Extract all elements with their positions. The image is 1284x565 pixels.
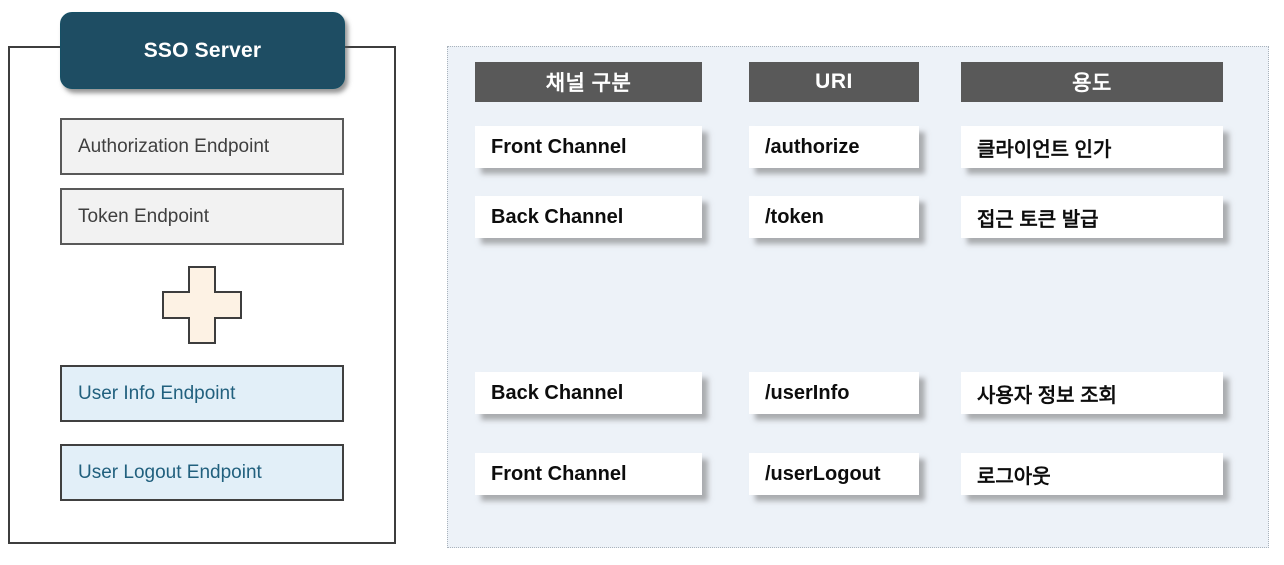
table-cell-uri: /authorize [749, 126, 919, 168]
table-cell-uri: /token [749, 196, 919, 238]
endpoint-token: Token Endpoint [60, 188, 344, 245]
table-cell-purpose: 로그아웃 [961, 453, 1223, 495]
column-header-uri: URI [749, 62, 919, 102]
table-cell-channel: Front Channel [475, 453, 702, 495]
endpoint-authorization: Authorization Endpoint [60, 118, 344, 175]
table-cell-purpose: 클라이언트 인가 [961, 126, 1223, 168]
column-header-purpose: 용도 [961, 62, 1223, 102]
plus-icon [162, 266, 242, 344]
table-cell-channel: Back Channel [475, 196, 702, 238]
table-cell-channel: Back Channel [475, 372, 702, 414]
column-header-channel: 채널 구분 [475, 62, 702, 102]
sso-server-title: SSO Server [60, 12, 345, 89]
endpoint-user-logout: User Logout Endpoint [60, 444, 344, 501]
table-cell-purpose: 사용자 정보 조회 [961, 372, 1223, 414]
endpoint-user-info: User Info Endpoint [60, 365, 344, 422]
table-cell-purpose: 접근 토큰 발급 [961, 196, 1223, 238]
table-cell-uri: /userLogout [749, 453, 919, 495]
table-cell-uri: /userInfo [749, 372, 919, 414]
table-cell-channel: Front Channel [475, 126, 702, 168]
